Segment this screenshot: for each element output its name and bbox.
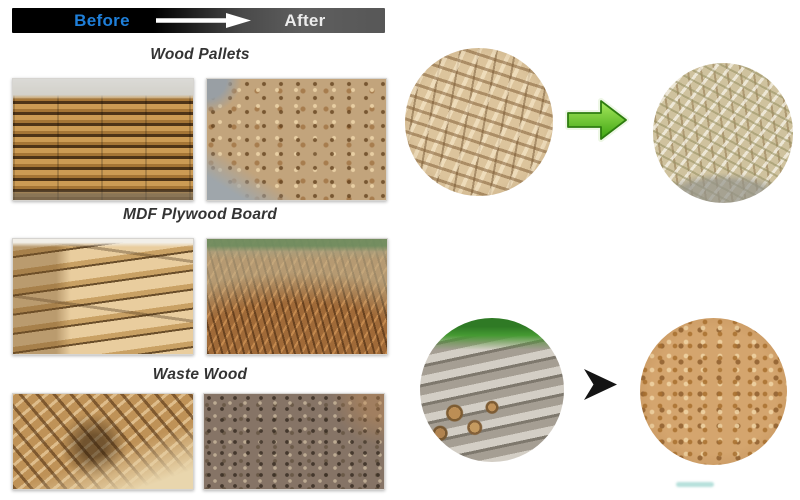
before-after-bar: Before After (12, 8, 385, 33)
shredded-wood-circle-photo (653, 63, 793, 203)
after-label: After (284, 11, 326, 30)
section-title-mdf-plywood-board: MDF Plywood Board (122, 206, 278, 223)
green-block-arrow-icon (565, 98, 629, 142)
black-arrowhead-icon (584, 369, 617, 400)
right-arrow-icon (156, 13, 251, 28)
waste-wood-after-photo (203, 393, 385, 490)
section-title-wood-pallets: Wood Pallets (150, 46, 250, 63)
wood-pallets-before-photo (12, 78, 194, 201)
waste-wood-before-photo (12, 393, 194, 490)
section-title-waste-wood: Waste Wood (152, 366, 248, 383)
wood-chips-circle-photo (640, 318, 787, 465)
broken-pallets-circle-photo (405, 48, 553, 196)
mdf-board-after-photo (206, 238, 388, 355)
log-pile-circle-photo (420, 318, 564, 462)
mdf-board-before-photo (12, 238, 194, 355)
watermark-smudge (676, 482, 714, 487)
before-label: Before (74, 11, 130, 30)
wood-pallets-after-photo (206, 78, 387, 201)
